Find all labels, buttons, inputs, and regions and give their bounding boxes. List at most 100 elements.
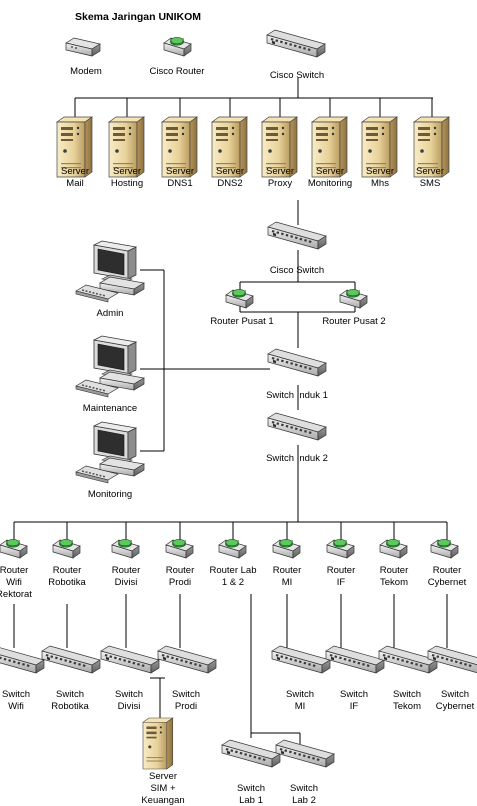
router-label-line3: Rektorat [0, 589, 32, 600]
server-monitoring: Server Monitoring [308, 116, 352, 189]
server-label-line1: Server [216, 166, 244, 177]
server-dns2: Server DNS2 [211, 116, 248, 189]
server-label-line2: DNS2 [217, 178, 242, 189]
server-mail: Server Mail [56, 116, 93, 189]
switch-prodi: Switch Prodi [156, 644, 218, 712]
switch-mi: Switch MI [270, 644, 332, 712]
server-label-line2: SMS [420, 178, 441, 189]
cisco-router: Cisco Router [150, 37, 205, 77]
router-wifi-rektorat: Router Wifi Rektorat [0, 539, 32, 600]
router-label-line2: Tekom [380, 577, 408, 588]
switch-label-line1: Switch [56, 689, 84, 700]
server-label-line2: DNS1 [167, 178, 192, 189]
server-label-line1: Server [266, 166, 294, 177]
router-mi: Router MI [272, 539, 301, 588]
server-label-line1: Server [61, 166, 89, 177]
server-label-line2: Hosting [111, 178, 143, 189]
switch-wifi: Switch Wifi [0, 644, 46, 712]
switch-label-line2: MI [295, 701, 306, 712]
switch-lab-label-line1: Switch [290, 783, 318, 794]
server-proxy: Server Proxy [261, 116, 298, 189]
router-if: Router IF [326, 539, 356, 588]
router-pusat-1-label: Router Pusat 1 [210, 316, 273, 327]
switch-robotika: Switch Robotika [40, 644, 102, 712]
server-label-line1: Server [113, 166, 141, 177]
server-label-line2: Mail [66, 178, 83, 189]
router-label-line2: 1 & 2 [222, 577, 244, 588]
router-label-line1: Router Lab [209, 565, 256, 576]
switch-label-line1: Switch [2, 689, 30, 700]
switch-label-line1: Switch [340, 689, 368, 700]
server-label-line2: Mhs [371, 178, 389, 189]
switch-if: Switch IF [324, 644, 386, 712]
server-sim-label-line1: Server [149, 771, 177, 782]
switch-induk-2-label: Switch Induk 2 [266, 453, 328, 464]
router-label-line2: Prodi [169, 577, 191, 588]
switch-row: Switch Wifi Switch Robotika Switch Divis… [0, 644, 477, 712]
switch-label-line1: Switch [441, 689, 469, 700]
router-tekom: Router Tekom [379, 539, 409, 588]
workstation-maintenance: Maintenance [75, 335, 145, 414]
switch-label-line1: Switch [393, 689, 421, 700]
cisco-switch-core-label: Cisco Switch [270, 265, 324, 276]
cisco-switch-core: Cisco Switch [266, 220, 328, 276]
server-dns1: Server DNS1 [161, 116, 198, 189]
workstation-maintenance-label: Maintenance [83, 403, 137, 414]
switch-tekom: Switch Tekom [377, 644, 439, 712]
switch-divisi: Switch Divisi [99, 644, 161, 712]
switch-label-line2: Cybernet [436, 701, 475, 712]
switch-label-line2: Divisi [118, 701, 141, 712]
switch-label-line2: Tekom [393, 701, 421, 712]
router-label-line2: IF [337, 577, 346, 588]
server-label-line1: Server [316, 166, 344, 177]
switch-lab-1: Switch Lab 1 [220, 738, 282, 806]
switch-lab-label-line2: Lab 1 [239, 795, 263, 806]
switch-induk-1: Switch Induk 1 [266, 347, 328, 401]
router-label-line2: Wifi [6, 577, 22, 588]
workstation-monitoring: Monitoring [75, 421, 145, 500]
server-label-line1: Server [366, 166, 394, 177]
modem: Modem [65, 37, 102, 77]
workstation-admin: Admin [75, 240, 145, 319]
switch-lab-2: Switch Lab 2 [274, 738, 336, 806]
modem-label: Modem [70, 66, 102, 77]
server-sms: Server SMS [413, 116, 450, 189]
workstation-admin-label: Admin [97, 308, 124, 319]
router-label-line1: Router [327, 565, 356, 576]
router-pusat-1: Router Pusat 1 [210, 289, 274, 327]
router-label-line1: Router [433, 565, 462, 576]
router-lab: Router Lab 1 & 2 [209, 539, 257, 588]
server-hosting: Server Hosting [108, 116, 145, 189]
server-label-line2: Monitoring [308, 178, 352, 189]
router-label-line1: Router [53, 565, 82, 576]
switch-label-line2: Wifi [8, 701, 24, 712]
router-prodi: Router Prodi [165, 539, 195, 588]
switch-label-line1: Switch [286, 689, 314, 700]
router-label-line2: Robotika [48, 577, 86, 588]
router-pusat-2: Router Pusat 2 [322, 289, 386, 327]
server-label-line1: Server [166, 166, 194, 177]
router-label-line2: MI [282, 577, 293, 588]
server-sim-label-line2: SIM + [150, 783, 176, 794]
switch-lab-label-line1: Switch [237, 783, 265, 794]
server-label-line2: Proxy [268, 178, 293, 189]
switch-cybernet: Switch Cybernet [426, 644, 477, 712]
router-robotika: Router Robotika [48, 539, 86, 588]
router-label-line1: Router [0, 565, 28, 576]
router-label-line1: Router [166, 565, 195, 576]
workstation-monitoring-label: Monitoring [88, 489, 132, 500]
diagram-title: Skema Jaringan UNIKOM [75, 11, 201, 23]
switch-induk-2: Switch Induk 2 [266, 411, 328, 464]
switch-label-line2: IF [350, 701, 359, 712]
switch-label-line2: Prodi [175, 701, 197, 712]
router-divisi: Router Divisi [111, 539, 141, 588]
cisco-router-label: Cisco Router [150, 66, 205, 77]
router-pusat-2-label: Router Pusat 2 [322, 316, 385, 327]
router-label-line1: Router [380, 565, 409, 576]
connection-lines [13, 78, 448, 744]
switch-label-line1: Switch [115, 689, 143, 700]
router-label-line1: Router [112, 565, 141, 576]
router-row: Router Wifi Rektorat Router Robotika Rou… [0, 539, 467, 600]
cisco-switch-top: Cisco Switch [265, 28, 327, 81]
